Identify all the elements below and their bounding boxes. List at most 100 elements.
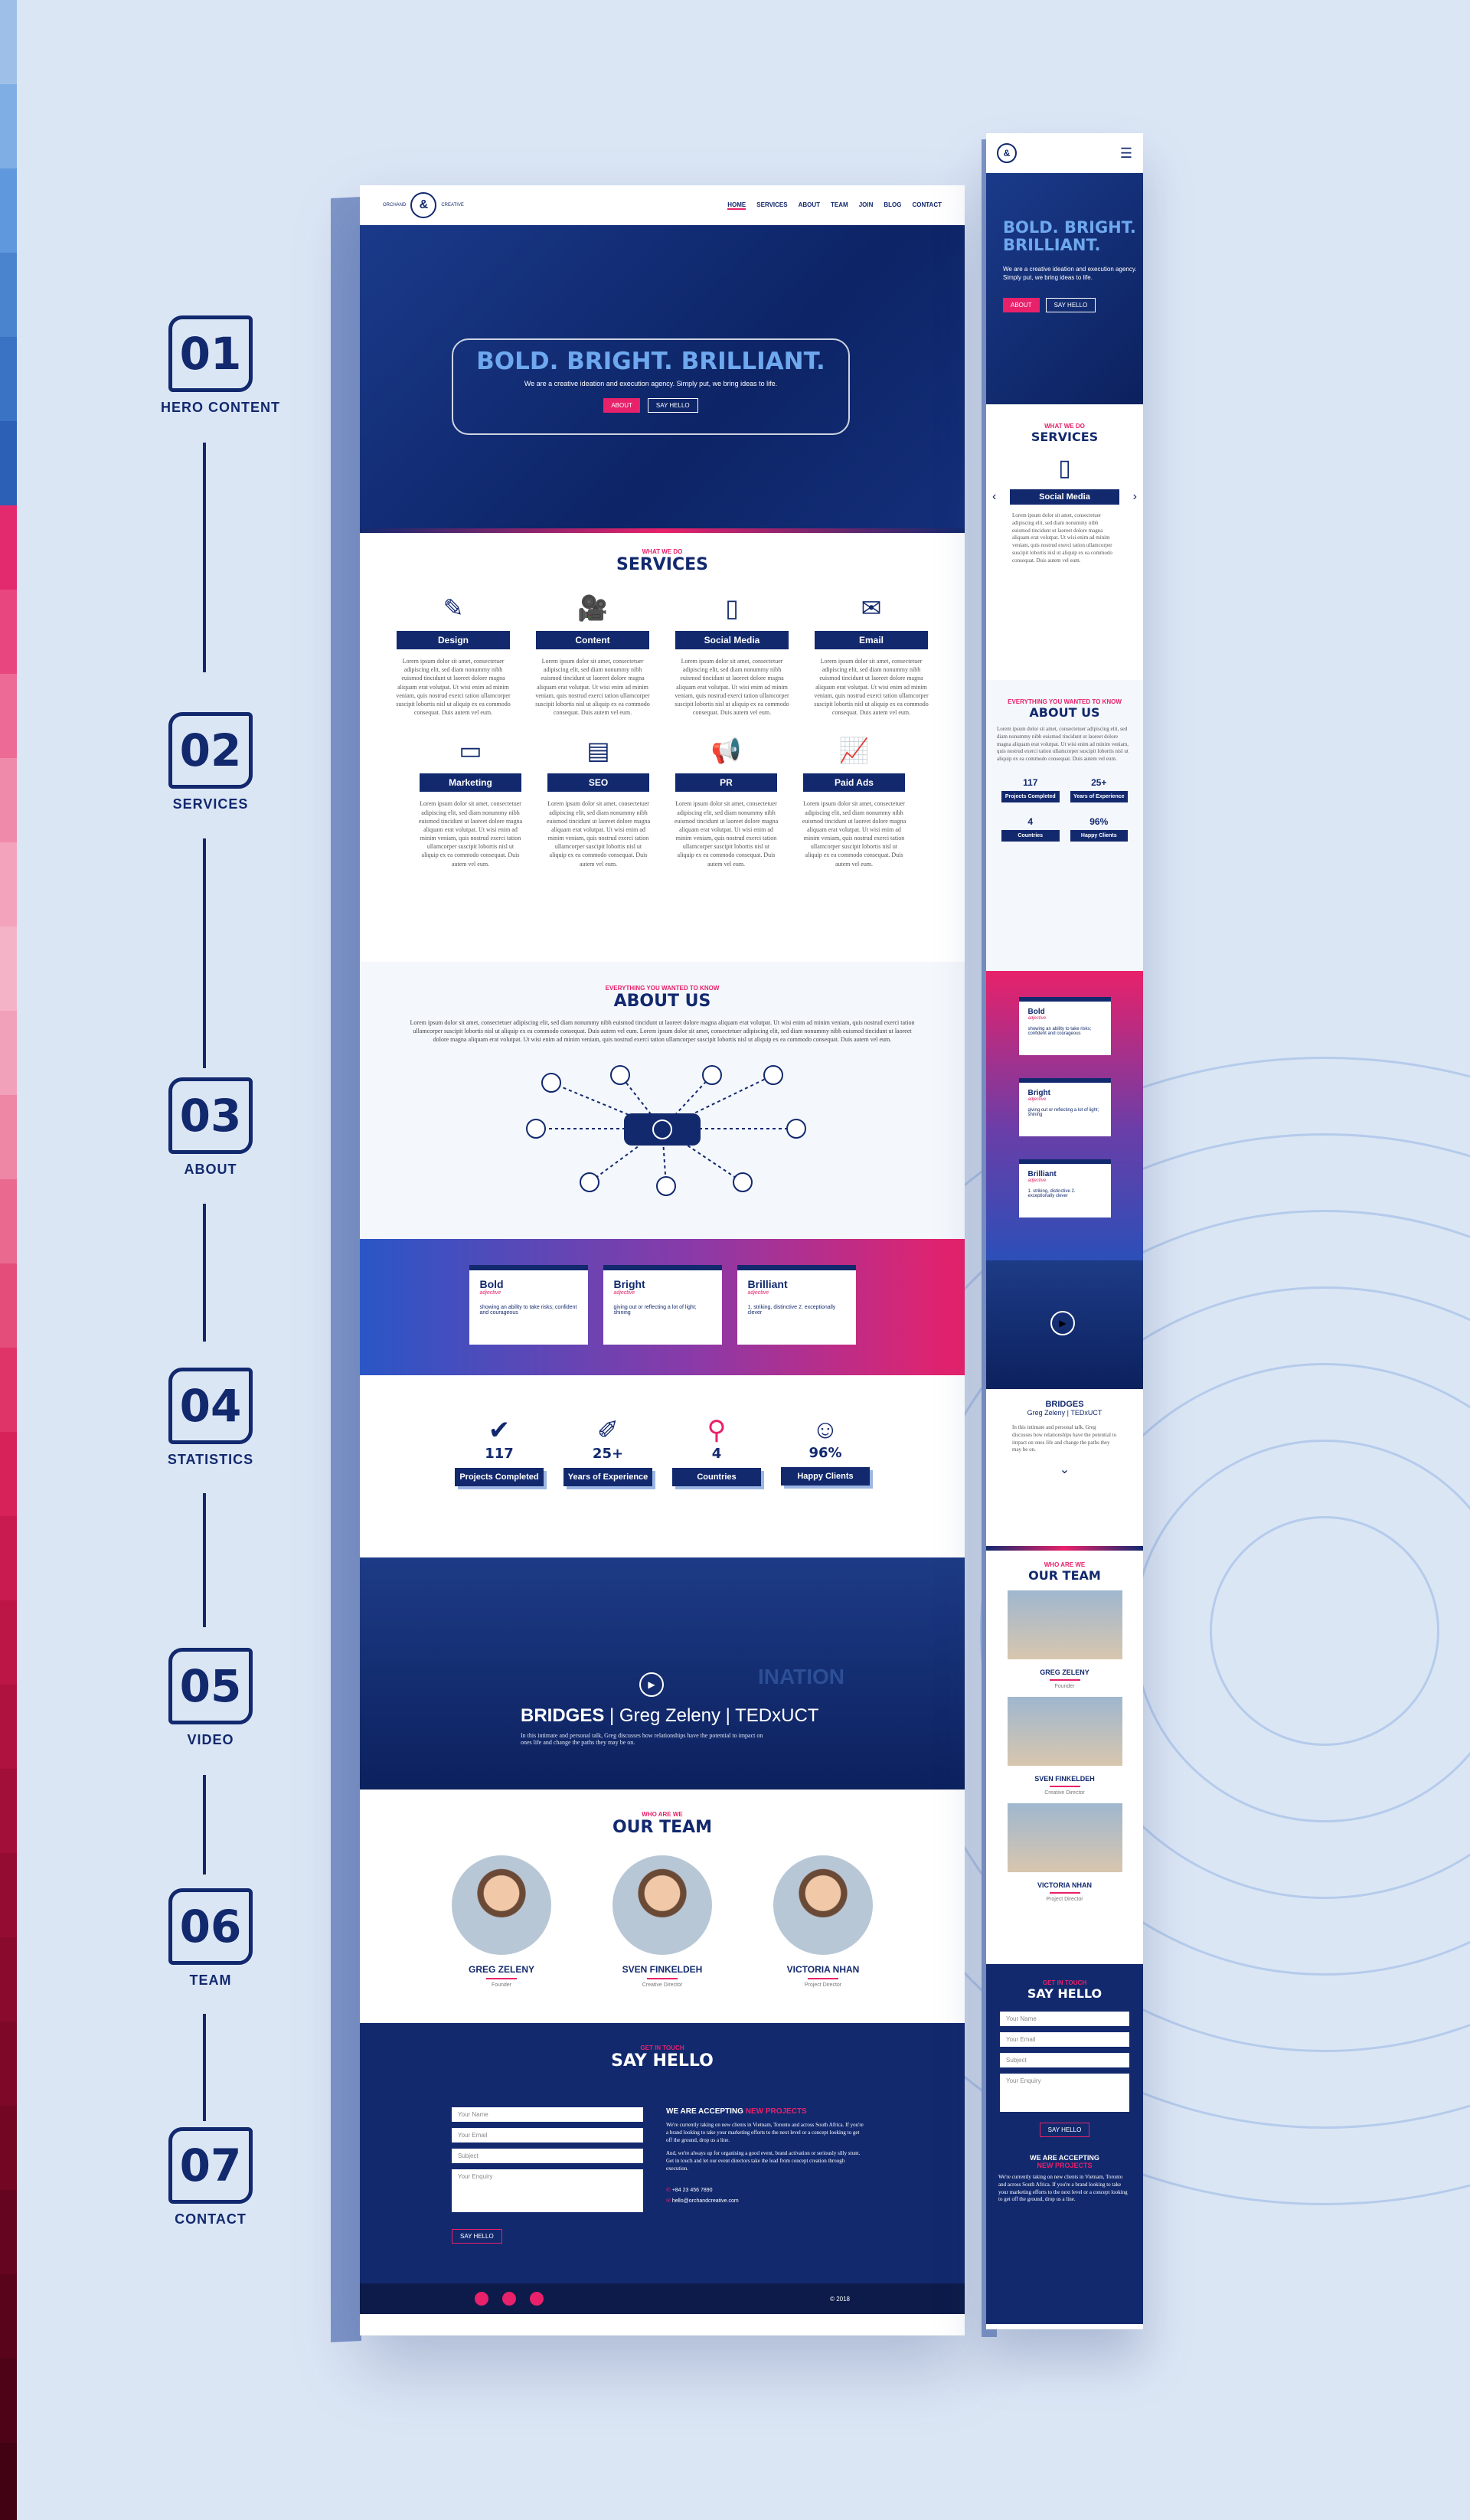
say-hello-button[interactable]: SAY HELLO	[647, 398, 698, 413]
mobile-video: ▶	[986, 1260, 1143, 1389]
contact-text-2: And, we're always up for organising a go…	[666, 2150, 861, 2172]
phone-number[interactable]: +84 23 456 7890	[671, 2187, 713, 2193]
contact-info: WE ARE ACCEPTING NEW PROJECTS We're curr…	[666, 2107, 865, 2204]
mobile-contact: GET IN TOUCH SAY HELLO Your Name Your Em…	[986, 1964, 1143, 2324]
camera-icon: 🎥	[577, 594, 608, 622]
mail-icon: ✉	[666, 2198, 671, 2204]
member-name: SVEN FINKELDEH	[622, 1964, 703, 1975]
instagram-icon[interactable]	[530, 2292, 544, 2306]
mobile-about-eyebrow: EVERYTHING YOU WANTED TO KNOW	[1008, 698, 1122, 705]
submit-button[interactable]: SAY HELLO	[452, 2229, 502, 2244]
step-connector	[203, 2014, 206, 2121]
mobile-stat-number: 117	[1023, 776, 1038, 788]
mobile-video-caption: BRIDGES Greg Zeleny | TEDxUCT In this in…	[986, 1389, 1143, 1546]
card-text: showing an ability to take risks; confid…	[479, 1305, 577, 1316]
play-button[interactable]: ▶	[639, 1672, 664, 1697]
nav-home[interactable]: HOME	[727, 201, 746, 210]
step-label: VIDEO	[187, 1732, 234, 1747]
stat-clients: ☺96%Happy Clients	[781, 1415, 870, 1486]
mobile-name-field[interactable]: Your Name	[1000, 2012, 1129, 2026]
about-text: Lorem ipsum dolor sit amet, consectetuer…	[410, 1019, 915, 1044]
service-label[interactable]: Design	[397, 631, 510, 649]
nav-team[interactable]: TEAM	[831, 201, 848, 208]
divider-stripe	[360, 528, 965, 533]
nav-blog[interactable]: BLOG	[884, 201, 902, 208]
card-text: giving out or reflecting a lot of light;…	[1027, 1108, 1099, 1117]
hamburger-icon[interactable]: ☰	[1119, 145, 1132, 161]
mobile-service-text: Lorem ipsum dolor sit amet, consectetuer…	[1012, 512, 1112, 564]
about-button[interactable]: ABOUT	[603, 398, 640, 413]
service-label[interactable]: Email	[815, 631, 928, 649]
hero-section: BOLD. BRIGHT. BRILLIANT. We are a creati…	[360, 225, 965, 528]
envelope-icon: ✉	[861, 594, 882, 622]
services-eyebrow: WHAT WE DO	[642, 548, 683, 555]
mobile-submit-button[interactable]: SAY HELLO	[1039, 2123, 1090, 2137]
step-number: 04	[168, 1368, 253, 1444]
mobile-hero-sub: We are a creative ideation and execution…	[1003, 266, 1137, 282]
nav-about[interactable]: ABOUT	[798, 201, 821, 208]
twitter-icon[interactable]	[502, 2292, 516, 2306]
service-label[interactable]: SEO	[547, 773, 649, 793]
mobile-stat-label: Happy Clients	[1070, 829, 1128, 842]
mobile-logo[interactable]: &	[997, 143, 1017, 163]
card-adj: adjective	[747, 1290, 769, 1296]
mobile-new-projects: NEW PROJECTS	[1037, 2162, 1093, 2169]
service-label[interactable]: Content	[536, 631, 649, 649]
mobile-hello-button[interactable]: SAY HELLO	[1045, 297, 1096, 312]
hero-subtitle: We are a creative ideation and execution…	[524, 380, 778, 387]
site-logo[interactable]: ORCHAND&CREATIVE	[383, 192, 464, 218]
card-title: Brilliant	[747, 1278, 788, 1290]
member-name: GREG ZELENY	[468, 1964, 534, 1975]
site-footer: © 2018	[360, 2283, 965, 2314]
mobile-play-button[interactable]: ▶	[1050, 1311, 1075, 1335]
member-photo	[1007, 1697, 1122, 1766]
service-label[interactable]: Marketing	[420, 773, 521, 793]
team-eyebrow: WHO ARE WE	[642, 1811, 683, 1818]
stat-number: 117	[485, 1446, 514, 1462]
subject-field[interactable]: Subject	[452, 2149, 643, 2163]
prev-arrow-icon[interactable]: ‹	[992, 490, 997, 503]
facebook-icon[interactable]	[475, 2292, 488, 2306]
service-label[interactable]: Paid Ads	[803, 773, 905, 793]
nav-join[interactable]: JOIN	[858, 201, 874, 208]
mobile-email-field[interactable]: Your Email	[1000, 2032, 1129, 2047]
next-arrow-icon[interactable]: ›	[1132, 490, 1137, 503]
mobile-about-button[interactable]: ABOUT	[1003, 297, 1040, 312]
name-field[interactable]: Your Name	[452, 2107, 643, 2122]
service-label[interactable]: PR	[675, 773, 777, 793]
accepting-text: WE ARE ACCEPTING	[666, 2107, 743, 2116]
enquiry-field[interactable]: Your Enquiry	[452, 2169, 643, 2212]
email-address[interactable]: hello@orchandcreative.com	[671, 2198, 739, 2204]
card-text: 1. striking, distinctive 2. exceptionall…	[747, 1305, 836, 1316]
site-nav: ORCHAND&CREATIVE HOME SERVICES ABOUT TEA…	[360, 185, 965, 225]
card-text: showing an ability to take risks; confid…	[1027, 1027, 1092, 1036]
megaphone-icon: 📢	[710, 737, 742, 765]
chevron-down-icon[interactable]: ⌄	[1059, 1463, 1070, 1477]
video-section: INATION ▶ BRIDGES | Greg Zeleny | TEDxUC…	[360, 1557, 965, 1789]
stat-number: 25+	[592, 1446, 624, 1462]
email-field[interactable]: Your Email	[452, 2128, 643, 2142]
nav-services[interactable]: SERVICES	[756, 201, 788, 208]
mobile-about-title: ABOUT US	[1029, 705, 1100, 720]
step-connector	[203, 838, 206, 1068]
mobile-enquiry-field[interactable]: Your Enquiry	[1000, 2074, 1129, 2112]
mobile-subject-field[interactable]: Subject	[1000, 2053, 1129, 2067]
mobile-hero-title: BOLD. BRIGHT. BRILLIANT.	[1003, 218, 1136, 255]
service-label[interactable]: Social Media	[675, 631, 789, 649]
nav-contact[interactable]: CONTACT	[912, 201, 942, 208]
mobile-service-label[interactable]: Social Media	[1010, 489, 1119, 505]
contact-text-1: We're currently taking on new clients in…	[666, 2122, 864, 2143]
about-hub-diagram	[526, 1064, 806, 1196]
